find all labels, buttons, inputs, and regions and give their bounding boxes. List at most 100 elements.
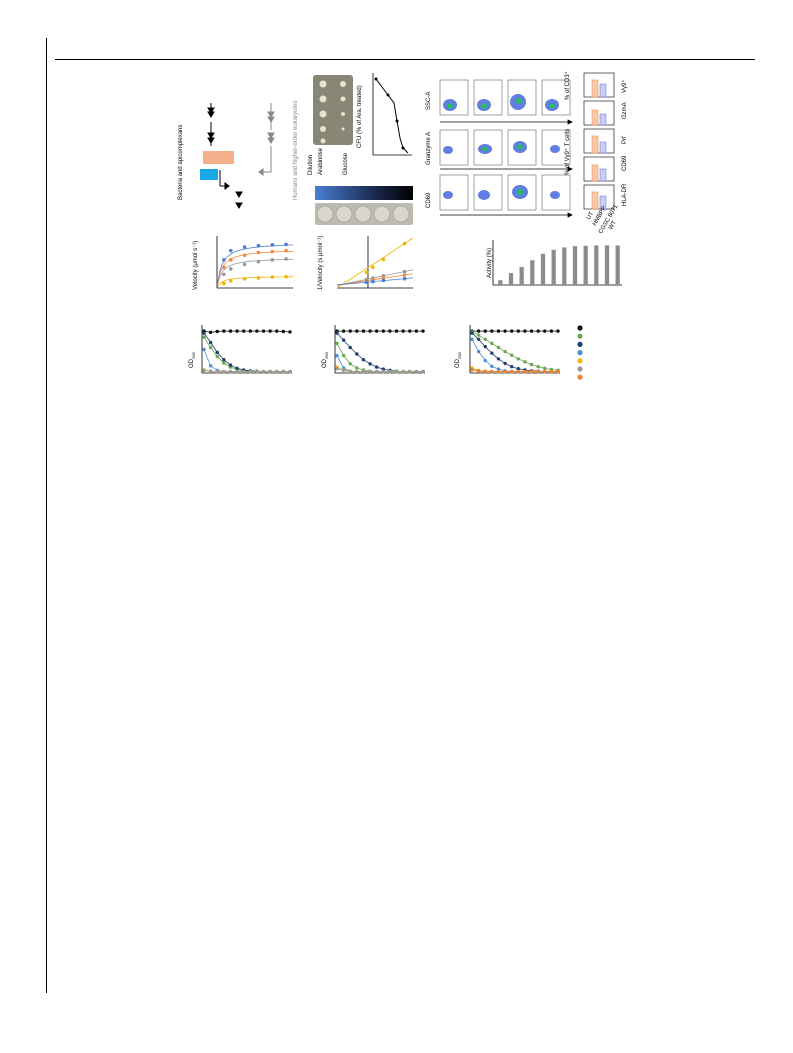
mm-point (270, 275, 275, 279)
bar-ylabel-bottom: % of Vγ9⁺ T cells (565, 128, 571, 175)
od-ylabel-main-2: OD (322, 359, 328, 368)
lb-point (381, 278, 386, 283)
gradient-bar (315, 186, 413, 200)
od-point (368, 329, 372, 333)
bar-row-label-4: CD69 (622, 155, 628, 171)
od-point (335, 331, 339, 335)
od-point (348, 329, 352, 333)
od-point (335, 367, 339, 371)
od-point (516, 367, 521, 371)
od-point (388, 369, 392, 374)
od-series-line-1 (203, 336, 290, 372)
lb-point (381, 257, 386, 262)
cfu-ylabel: CFU (% of Ara. treated) (357, 85, 363, 148)
pathway-left-label: Bacteria and apicomplexans (178, 124, 184, 200)
mm-point (229, 267, 233, 271)
od-chart-1 (201, 325, 292, 374)
od-point (476, 329, 481, 333)
od-point (288, 330, 292, 334)
dilution-label: Dilution (308, 154, 314, 175)
od-point (509, 364, 514, 369)
od-point (549, 369, 554, 374)
od-point (208, 345, 213, 350)
flow-row-label-1: SSC-A (426, 91, 432, 110)
lb-point (371, 279, 375, 284)
mm-point (284, 274, 288, 279)
od-point (341, 353, 346, 358)
od-point (335, 353, 339, 358)
mm-point (222, 258, 226, 262)
od-point (483, 369, 487, 374)
mm-point (256, 243, 261, 248)
od-point (401, 329, 405, 333)
od-ylabel-main-1: OD (189, 359, 195, 368)
od-point (529, 369, 534, 374)
od-point (341, 338, 346, 342)
lb-fit-line-0 (336, 237, 414, 289)
flow-row-label-3: CD69 (426, 192, 432, 208)
od-point (355, 329, 359, 333)
mm-point (229, 258, 233, 262)
mm-point (229, 278, 233, 283)
bar-row-label-3: Prf (622, 136, 628, 144)
activity-bar (551, 249, 556, 285)
activity-bar (583, 245, 588, 285)
od-point (470, 331, 474, 335)
od-point (470, 337, 474, 341)
od-point (268, 369, 272, 374)
od-series-line-1 (336, 332, 423, 372)
activity-bar (594, 245, 599, 285)
od-point (361, 358, 366, 362)
od-point (275, 369, 279, 374)
activity-bar (508, 273, 514, 285)
well-strip-image (315, 203, 413, 225)
od-point (235, 366, 239, 371)
od-point (381, 367, 386, 371)
od-point (355, 369, 359, 374)
mm-fit-line-3 (217, 276, 293, 287)
od-point (348, 345, 352, 350)
od-ylabel-1: OD268 (189, 340, 199, 370)
mm-point (284, 242, 288, 247)
od-point (275, 329, 279, 333)
od-point (202, 368, 206, 373)
od-point (490, 329, 494, 333)
mm-point (229, 248, 233, 253)
legend-dot (577, 374, 583, 380)
od-point (348, 362, 352, 366)
mm-point (256, 250, 261, 255)
od-point (228, 369, 233, 374)
od-point (523, 360, 527, 364)
od-point (394, 369, 399, 374)
od-point (281, 369, 286, 374)
od-point (261, 369, 266, 374)
od-point (355, 352, 359, 356)
od-point (222, 361, 226, 365)
od-point (529, 362, 534, 367)
od-point (235, 369, 239, 374)
od-chart-2 (334, 325, 425, 374)
mm-point (242, 262, 247, 267)
od-point (202, 347, 206, 352)
od-point (394, 329, 399, 333)
od-point (536, 369, 540, 374)
od-point (228, 363, 233, 367)
legend-dot (577, 350, 583, 356)
legend-dot (577, 358, 583, 364)
od-legend (577, 325, 583, 380)
od-point (388, 329, 392, 333)
od-point (235, 329, 239, 333)
od-point (355, 366, 359, 370)
od-ylabel-3: OD268 (455, 340, 465, 370)
od-point (490, 351, 494, 355)
activity-bar (572, 246, 578, 285)
od-point (536, 364, 540, 369)
lb-point (402, 276, 407, 281)
mm-point (222, 272, 226, 277)
od-point (496, 367, 501, 371)
lb-fit-line-2 (336, 273, 414, 286)
od-point (255, 329, 259, 333)
od-point (341, 329, 346, 333)
od-point (483, 329, 487, 333)
activity-bar-chart (492, 240, 622, 286)
